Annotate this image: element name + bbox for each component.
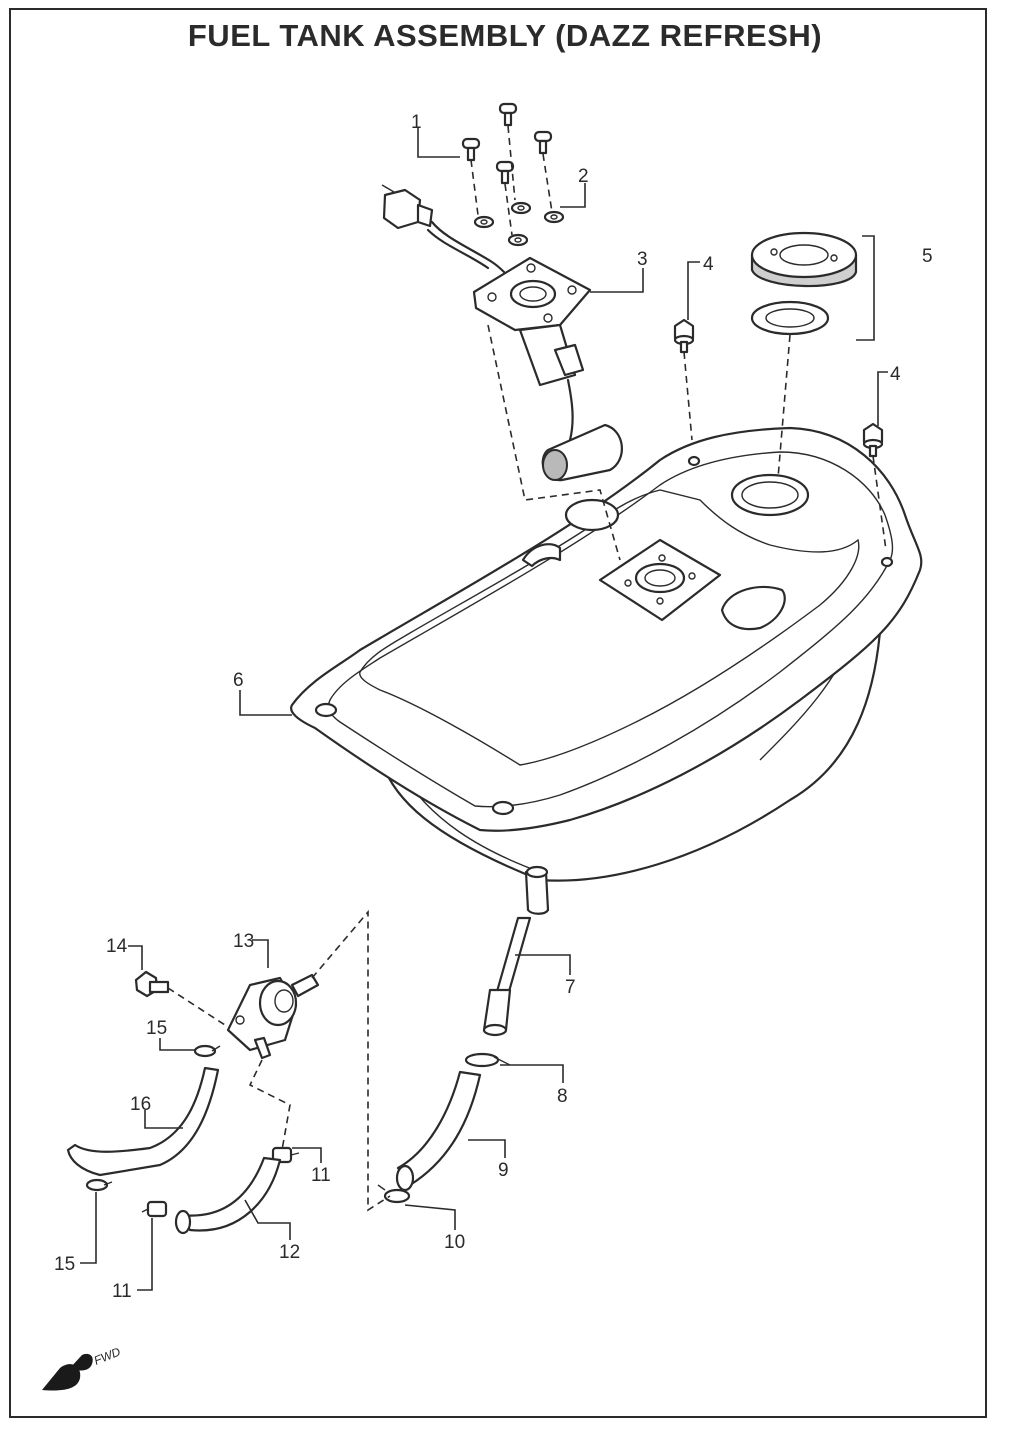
callout-2: 2 bbox=[578, 166, 589, 187]
fuel-pump-unit bbox=[381, 184, 624, 482]
callout-9: 9 bbox=[498, 1160, 509, 1181]
hose-clamps bbox=[85, 1044, 511, 1218]
assembly-guide-lines bbox=[167, 125, 887, 1212]
tank-bolts bbox=[673, 318, 884, 458]
fuel-filter bbox=[482, 916, 532, 1037]
callout-12: 12 bbox=[279, 1242, 300, 1263]
callout-13: 13 bbox=[233, 931, 254, 952]
washers bbox=[473, 201, 565, 247]
callout-11-upper: 11 bbox=[311, 1165, 331, 1186]
callout-7: 7 bbox=[565, 977, 576, 998]
callout-4-upper: 4 bbox=[703, 254, 714, 275]
callout-8: 8 bbox=[557, 1086, 568, 1107]
fuel-hoses bbox=[66, 1066, 482, 1235]
diagram-title: FUEL TANK ASSEMBLY (DAZZ REFRESH) bbox=[187, 18, 823, 53]
diagram-frame bbox=[9, 8, 987, 1418]
callout-5: 5 bbox=[922, 246, 933, 267]
valve-bolt bbox=[134, 970, 170, 998]
callout-labels: 1 2 3 4 4 5 6 7 8 9 10 11 11 12 13 14 15… bbox=[54, 112, 933, 1302]
callout-10: 10 bbox=[444, 1232, 465, 1253]
callout-16: 16 bbox=[130, 1094, 151, 1115]
screws bbox=[461, 102, 553, 185]
callout-4-lower: 4 bbox=[890, 364, 901, 385]
callout-1: 1 bbox=[411, 112, 422, 133]
forward-direction-indicator: FWD bbox=[42, 1344, 123, 1391]
fuel-tank bbox=[290, 426, 923, 915]
forward-arrow-icon bbox=[42, 1364, 81, 1391]
callout-15-lower: 15 bbox=[54, 1254, 75, 1275]
callout-3: 3 bbox=[637, 249, 648, 270]
fwd-label: FWD bbox=[92, 1344, 123, 1367]
callout-leaders bbox=[80, 128, 888, 1291]
fuel-valve bbox=[226, 973, 320, 1060]
callout-14: 14 bbox=[106, 936, 128, 957]
callout-15-upper: 15 bbox=[146, 1018, 167, 1039]
callout-11-lower: 11 bbox=[112, 1281, 132, 1302]
callout-6: 6 bbox=[233, 670, 244, 691]
fuel-cap bbox=[750, 231, 875, 341]
